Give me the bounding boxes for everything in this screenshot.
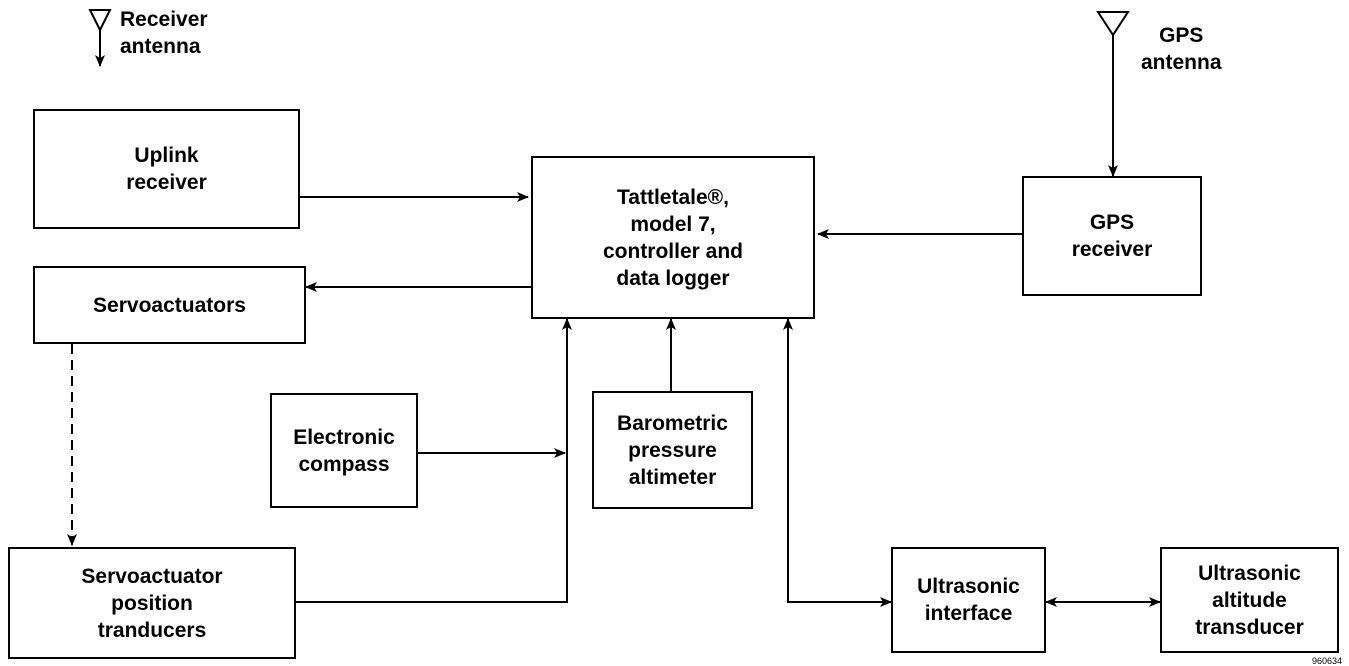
uplink-receiver-block: Uplink receiver bbox=[33, 109, 300, 229]
servoactuators-block: Servoactuators bbox=[33, 266, 306, 344]
ultrasonic-transducer-label: Ultrasonic altitude transducer bbox=[1195, 561, 1304, 639]
electronic-compass-block: Electronic compass bbox=[270, 393, 418, 508]
controller-label: Tattletale®, model 7, controller and dat… bbox=[602, 185, 744, 290]
controller-ultrasonic-bidirectional-arrow bbox=[783, 318, 892, 607]
receiver-antenna-label: Receiver antenna bbox=[120, 8, 208, 58]
barometric-altimeter-block: Barometric pressure altimeter bbox=[592, 391, 753, 509]
figure-number: 960634 bbox=[1312, 656, 1343, 666]
gps-antenna-label: GPS antenna bbox=[1141, 24, 1222, 74]
gps-receiver-label: GPS receiver bbox=[1071, 211, 1153, 261]
receiver-antenna-icon bbox=[88, 9, 112, 67]
controller-block: Tattletale®, model 7, controller and dat… bbox=[531, 156, 815, 319]
position-transducers-block: Servoactuator position tranducers bbox=[8, 547, 296, 659]
barometric-altimeter-label: Barometric pressure altimeter bbox=[617, 411, 728, 489]
position-transducers-label: Servoactuator position tranducers bbox=[81, 564, 223, 642]
ultrasonic-interface-block: Ultrasonic interface bbox=[891, 547, 1046, 653]
servoactuators-label: Servoactuators bbox=[93, 293, 246, 317]
transducers-to-controller-arrow bbox=[296, 318, 572, 603]
ultrasonic-transducer-block: Ultrasonic altitude transducer bbox=[1160, 547, 1339, 653]
gps-antenna-icon bbox=[1096, 11, 1130, 177]
ultrasonic-interface-label: Ultrasonic interface bbox=[917, 575, 1020, 625]
uplink-receiver-label: Uplink receiver bbox=[126, 144, 207, 194]
electronic-compass-label: Electronic compass bbox=[293, 425, 395, 476]
gps-receiver-block: GPS receiver bbox=[1022, 176, 1202, 296]
